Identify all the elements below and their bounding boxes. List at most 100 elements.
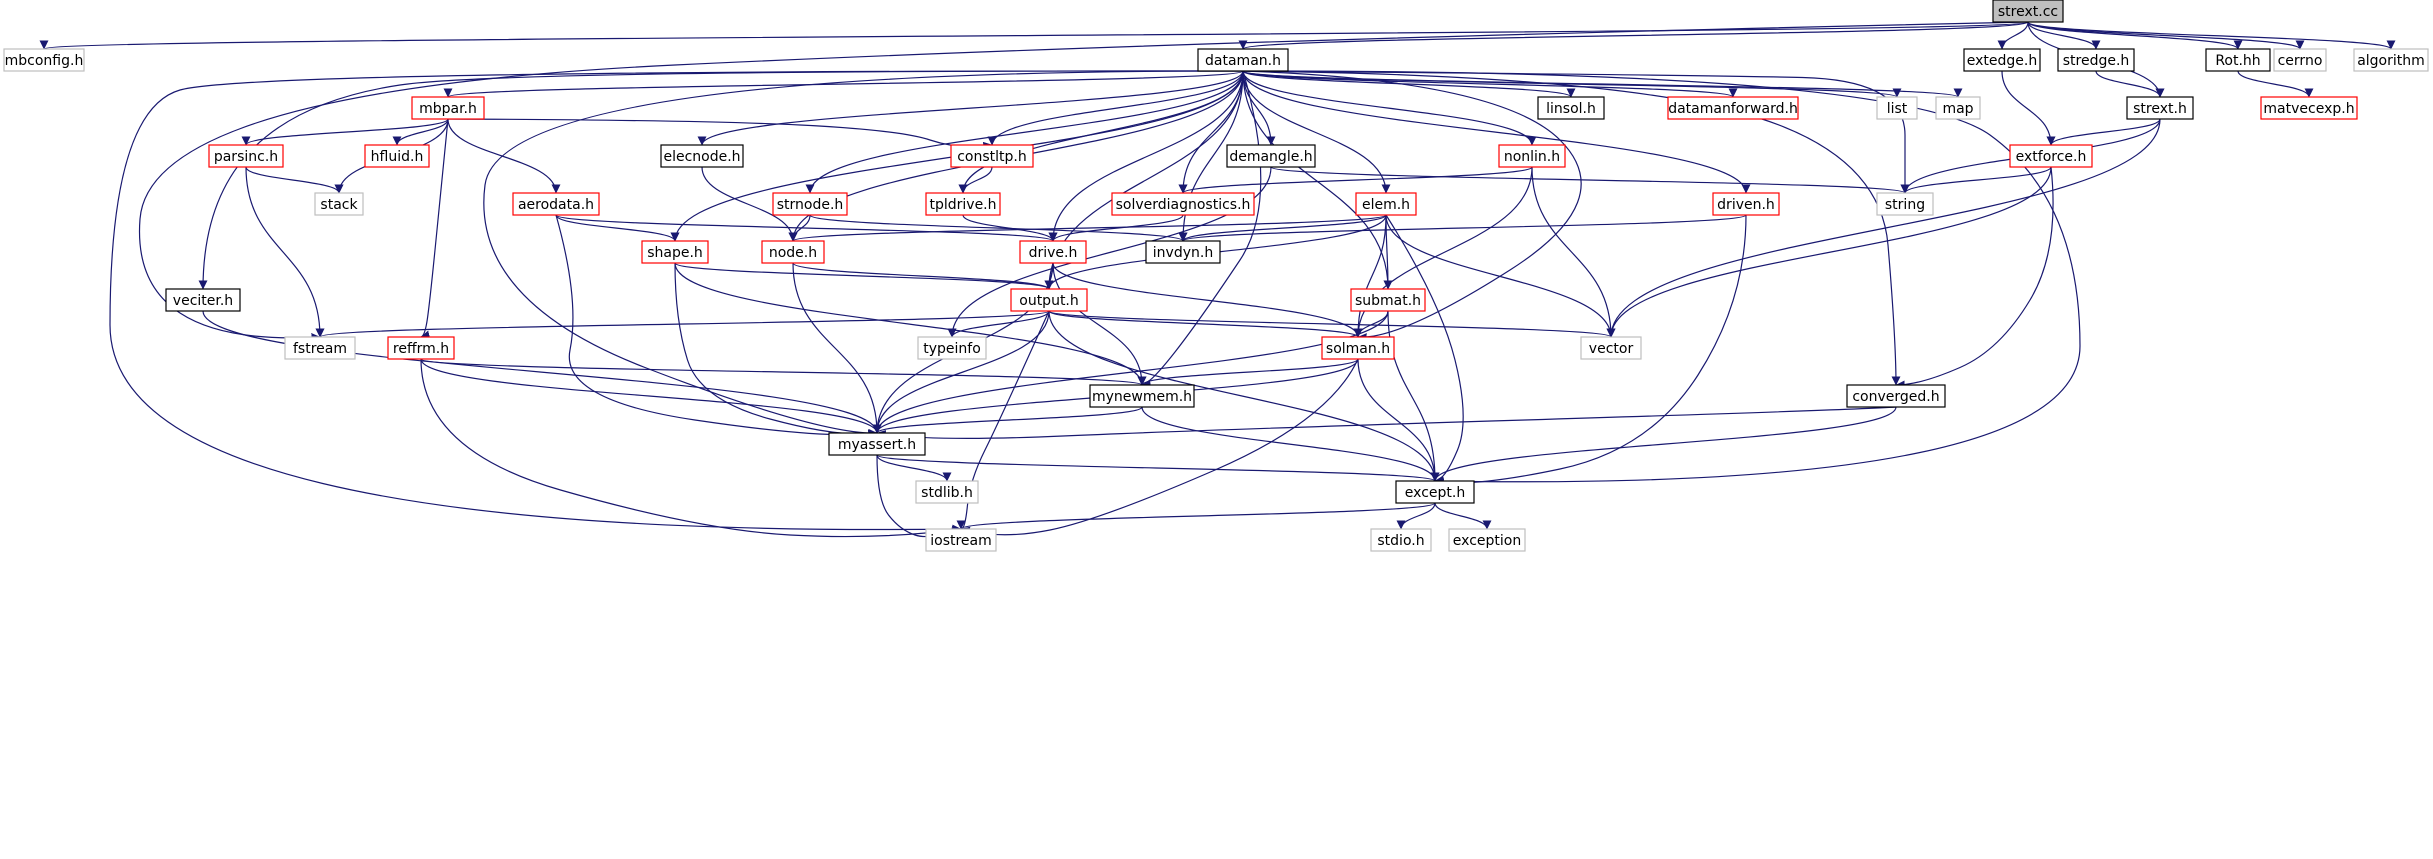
node-stredge-h[interactable]: stredge.h [2057, 48, 2135, 72]
node-rot-hh[interactable]: Rot.hh [2205, 48, 2271, 72]
node-label: hfluid.h [371, 149, 424, 165]
edge-except_h-to-stdio_h [1396, 502, 1436, 530]
node-linsol-h[interactable]: linsol.h [1537, 96, 1605, 120]
node-label: elecnode.h [663, 149, 740, 165]
node-solverdiagnostics-h[interactable]: solverdiagnostics.h [1111, 192, 1255, 216]
node-constltp-h[interactable]: constltp.h [950, 144, 1034, 168]
node-label: linsol.h [1546, 101, 1596, 117]
edge-dataman_h-to-submat_h [1242, 70, 1393, 290]
node-tpldrive-h[interactable]: tpldrive.h [925, 192, 1001, 216]
node-label: invdyn.h [1153, 245, 1213, 261]
edge-mbpar_h-to-constltp_h [447, 118, 993, 151]
node-output-h[interactable]: output.h [1010, 288, 1088, 312]
edge-mbpar_h-to-parsinc_h [241, 118, 449, 146]
edge-aerodata_h-to-drive_h [555, 214, 1058, 242]
node-invdyn-h[interactable]: invdyn.h [1145, 240, 1221, 264]
node-box [1846, 384, 1946, 408]
node-solman-h[interactable]: solman.h [1321, 336, 1395, 360]
node-aerodata-h[interactable]: aerodata.h [512, 192, 600, 216]
node-strext-h[interactable]: strext.h [2126, 96, 2194, 120]
node-label: fstream [293, 341, 347, 357]
node-stdio-h: stdio.h [1370, 528, 1432, 552]
edge-strext_cc-to-dataman_h [1239, 21, 2029, 50]
node-label: stdlib.h [921, 485, 973, 501]
node-except-h[interactable]: except.h [1395, 480, 1475, 504]
node-hfluid-h[interactable]: hfluid.h [364, 144, 430, 168]
edge-drive_h-to-solman_h [1052, 262, 1363, 338]
node-elem-h[interactable]: elem.h [1355, 192, 1417, 216]
node-box [2009, 144, 2093, 168]
edge-output_h-to-except_h [1048, 310, 1440, 482]
node-strnode-h[interactable]: strnode.h [772, 192, 848, 216]
edge-elem_h-to-solman_h [1353, 214, 1387, 338]
node-stdlib-h: stdlib.h [915, 480, 979, 504]
node-label: myassert.h [838, 437, 916, 453]
node-box [2205, 48, 2271, 72]
node-label: elem.h [1362, 197, 1410, 213]
node-label: solverdiagnostics.h [1116, 197, 1251, 213]
node-box [208, 144, 284, 168]
edge-tpldrive_h-to-drive_h [962, 214, 1058, 242]
node-drive-h[interactable]: drive.h [1019, 240, 1087, 264]
node-submat-h[interactable]: submat.h [1350, 288, 1426, 312]
node-box [1089, 384, 1195, 408]
node-nonlin-h[interactable]: nonlin.h [1498, 144, 1566, 168]
edge-node_h-to-output_h [792, 262, 1054, 290]
node-mbpar-h[interactable]: mbpar.h [411, 96, 485, 120]
edge-submat_h-to-except_h [1387, 310, 1440, 482]
edge-output_h-to-typeinfo [947, 310, 1050, 338]
node-exception: exception [1448, 528, 1526, 552]
node-extforce-h[interactable]: extforce.h [2009, 144, 2093, 168]
node-parsinc-h[interactable]: parsinc.h [208, 144, 284, 168]
edge-parsinc_h-to-stack [245, 166, 344, 194]
node-shape-h[interactable]: shape.h [641, 240, 709, 264]
edge-dataman_h-to-mynewmem_h [1141, 70, 1262, 389]
edge-driven_h-to-except_h [1434, 214, 1747, 488]
edge-driven_h-to-invdyn_h [1178, 214, 1747, 242]
edge-dataman_h-to-elem_h [1242, 70, 1391, 194]
node-box [1537, 96, 1605, 120]
edge-strext_cc-to-cerrno [2027, 21, 2305, 50]
edge-dataman_h-to-mbpar_h [444, 70, 1244, 98]
edge-submat_h-to-myassert_h [872, 310, 1389, 434]
node-elecnode-h[interactable]: elecnode.h [660, 144, 744, 168]
node-matvecexp-h[interactable]: matvecexp.h [2260, 96, 2358, 120]
edge-mbpar_h-to-aerodata_h [447, 118, 561, 194]
edge-output_h-to-myassert_h [872, 310, 1050, 434]
edge-rot_hh-to-matvecexp_h [2237, 70, 2314, 98]
node-myassert-h[interactable]: myassert.h [828, 432, 926, 456]
node-demangle-h[interactable]: demangle.h [1226, 144, 1316, 168]
node-box [1355, 192, 1417, 216]
edge-elem_h-to-vector [1385, 214, 1616, 338]
node-label: shape.h [647, 245, 703, 261]
node-label: demangle.h [1229, 149, 1312, 165]
node-datamanforward-h[interactable]: datamanforward.h [1667, 96, 1799, 120]
node-reffrm-h[interactable]: reffrm.h [387, 336, 455, 360]
node-label: string [1885, 197, 1925, 213]
node-label: algorithm [2357, 53, 2425, 69]
node-label: veciter.h [173, 293, 233, 309]
node-mynewmem-h[interactable]: mynewmem.h [1089, 384, 1195, 408]
edge-veciter_h-to-myassert_h [202, 310, 882, 434]
edge-dataman_h-to-elecnode_h [697, 70, 1244, 146]
node-box [2260, 96, 2358, 120]
node-converged-h[interactable]: converged.h [1846, 384, 1946, 408]
node-box [314, 192, 364, 216]
edge-mbpar_h-to-hfluid_h [392, 118, 449, 146]
edge-stredge_h-to-strext_h [2095, 70, 2165, 98]
node-label: mynewmem.h [1092, 389, 1192, 405]
node-box [1197, 48, 1289, 72]
node-extedge-h[interactable]: extedge.h [1963, 48, 2041, 72]
node-dataman-h[interactable]: dataman.h [1197, 48, 1289, 72]
node-box [917, 336, 987, 360]
edge-dataman_h-to-converged_h [1242, 70, 1901, 386]
node-vector: vector [1580, 336, 1642, 360]
node-node-h[interactable]: node.h [761, 240, 825, 264]
node-driven-h[interactable]: driven.h [1712, 192, 1780, 216]
node-box [364, 144, 430, 168]
node-label: stredge.h [2063, 53, 2130, 69]
node-veciter-h[interactable]: veciter.h [165, 288, 241, 312]
node-label: strext.cc [1998, 4, 2058, 20]
node-label: iostream [930, 533, 992, 549]
